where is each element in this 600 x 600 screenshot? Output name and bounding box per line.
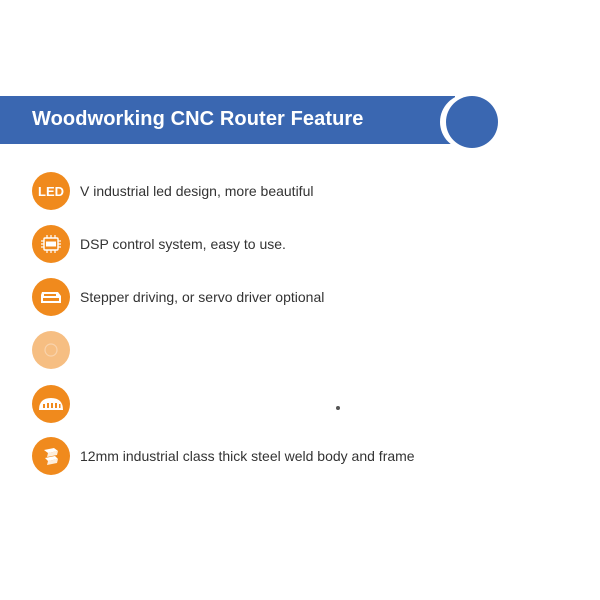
dsp-chip-icon <box>32 225 70 263</box>
section-title: Woodworking CNC Router Feature <box>32 108 364 130</box>
feature-item-blank <box>32 331 572 369</box>
stepper-driver-icon <box>32 278 70 316</box>
feature-item-rail <box>32 385 572 423</box>
section-banner: Woodworking CNC Router Feature <box>0 96 455 144</box>
feature-text: 12mm industrial class thick steel weld b… <box>80 448 415 464</box>
feature-text: V industrial led design, more beautiful <box>80 183 314 199</box>
led-icon: LED <box>32 172 70 210</box>
gear-rail-icon <box>32 385 70 423</box>
feature-item-led: LED V industrial led design, more beauti… <box>32 172 572 210</box>
svg-text:LED: LED <box>38 184 64 199</box>
banner-circle-icon <box>446 96 498 148</box>
feature-text: Stepper driving, or servo driver optiona… <box>80 289 325 305</box>
steel-frame-icon <box>32 437 70 475</box>
feature-text: DSP control system, easy to use. <box>80 236 286 252</box>
feature-item-dsp: DSP control system, easy to use. <box>32 225 572 263</box>
feature-item-stepper: Stepper driving, or servo driver optiona… <box>32 278 572 316</box>
blank-feature-icon <box>32 331 70 369</box>
stray-dot <box>336 406 340 410</box>
feature-item-steel-frame: 12mm industrial class thick steel weld b… <box>32 437 572 475</box>
